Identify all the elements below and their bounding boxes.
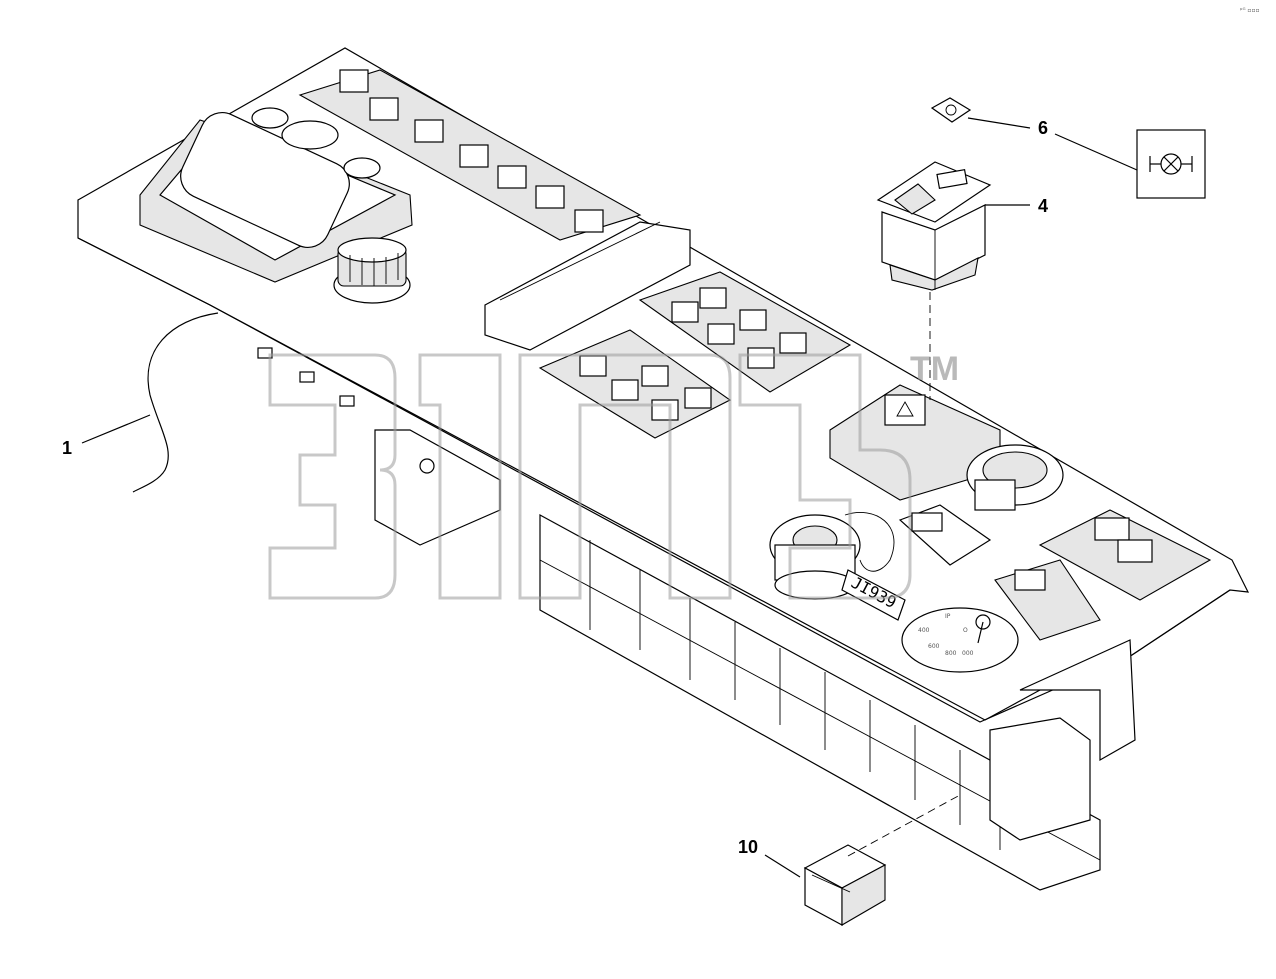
callout-6: 6	[1038, 118, 1048, 138]
dial-mark-600: 600	[928, 643, 940, 650]
callout-1: 1	[62, 438, 72, 458]
leader-line-10	[764, 854, 801, 878]
relay-cube-part-10	[803, 844, 887, 927]
leader-line-6b	[1054, 133, 1138, 171]
rotary-knob	[333, 237, 411, 304]
lamp-lens-part-6	[930, 97, 972, 123]
corner-code: ᵖᴳ ▫▫▫	[1240, 7, 1260, 14]
leader-line-6a	[967, 117, 1031, 129]
socket-cap	[966, 444, 1064, 511]
middle-switch-cluster	[538, 271, 852, 439]
callout-4: 4	[1038, 196, 1048, 216]
callout-10: 10	[738, 837, 758, 857]
dial-plate: IP O 400 600 800 000	[901, 607, 1019, 673]
watermark-logo: TM	[268, 350, 959, 600]
cable-cover	[484, 221, 691, 351]
dial-mark-800: 800	[945, 650, 957, 657]
assembly-line-10	[847, 794, 961, 857]
right-switch-group	[994, 509, 1212, 641]
leader-line-1	[81, 414, 151, 444]
instrument-cluster	[139, 107, 413, 283]
watermark-tm: TM	[910, 350, 959, 388]
dial-mark-400: 400	[918, 627, 930, 634]
rocker-switch-part-4	[876, 161, 992, 291]
lamp-symbol-box	[1136, 129, 1206, 199]
top-switch-row	[298, 69, 642, 241]
dial-mark-o: O	[963, 627, 968, 634]
small-rocker	[898, 504, 992, 566]
wire-part-1	[132, 312, 219, 493]
dial-mark-000: 000	[962, 650, 974, 657]
dial-mark-ip: IP	[945, 613, 951, 620]
